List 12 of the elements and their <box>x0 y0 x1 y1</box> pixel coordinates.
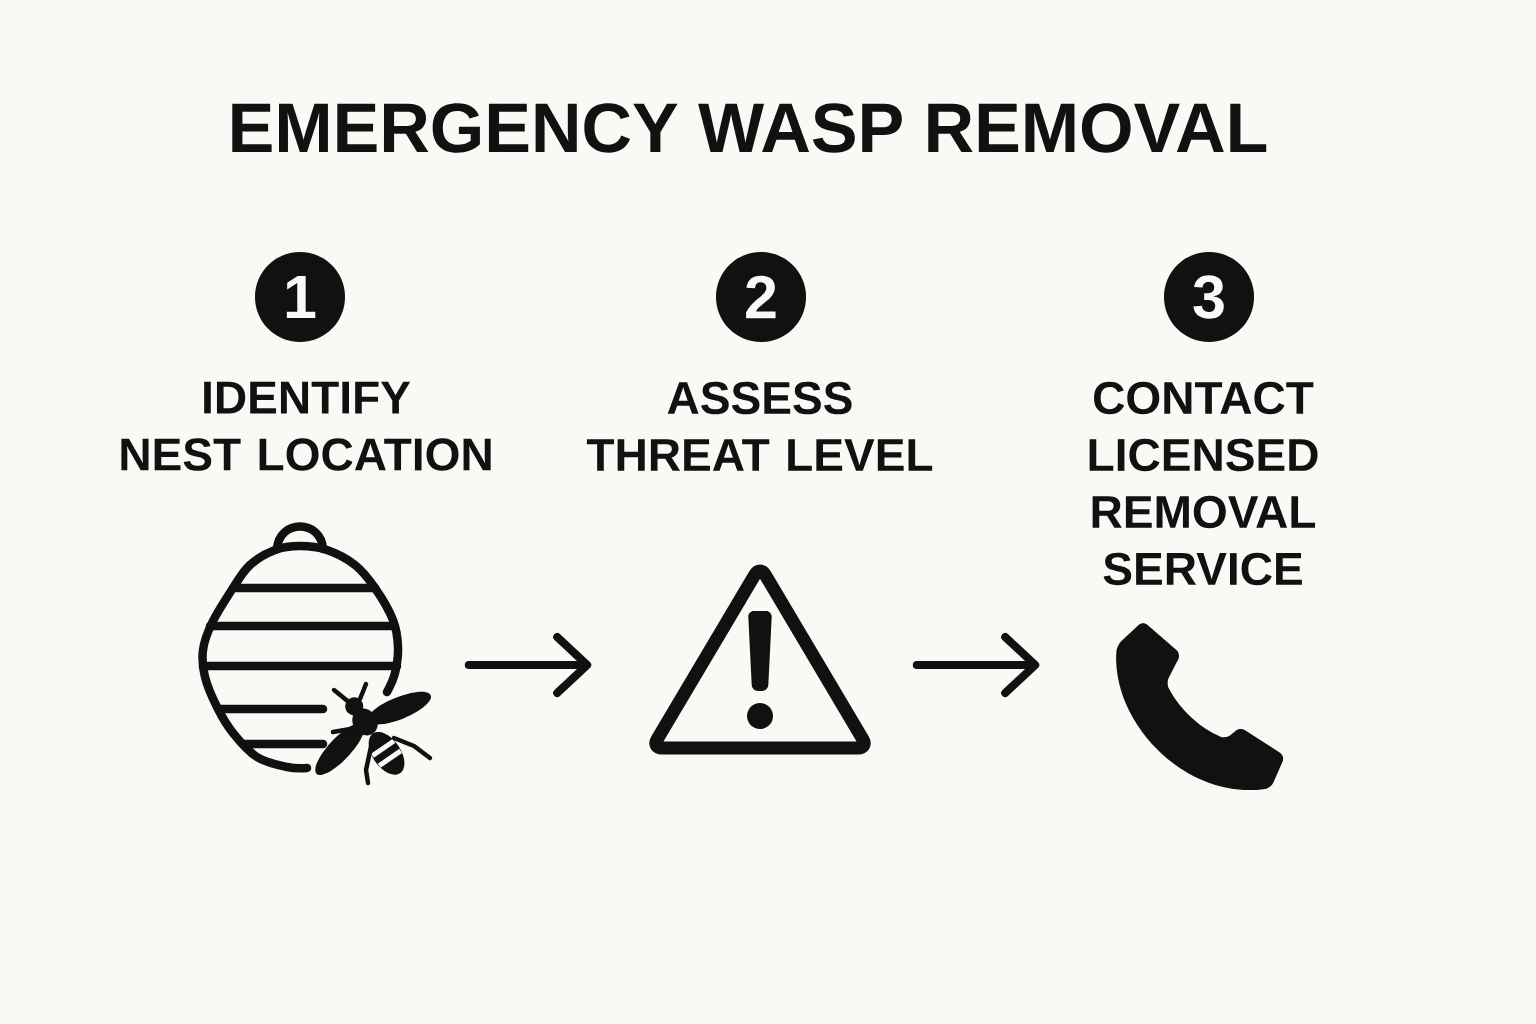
step-label: CONTACT LICENSED REMOVAL SERVICE <box>1089 381 1318 586</box>
number-badge: 3 <box>1164 252 1255 343</box>
number-badge: 1 <box>254 252 346 343</box>
arrow <box>912 633 1040 697</box>
wasp-nest-icon <box>198 522 433 786</box>
arrow <box>464 633 592 698</box>
title: EMERGENCY WASP REMOVAL <box>232 103 1267 153</box>
step-label: ASSESS THREAT LEVEL <box>586 381 933 471</box>
warning-triangle-icon <box>649 564 871 755</box>
number-badge: 2 <box>716 252 807 343</box>
phone-icon <box>1116 623 1284 791</box>
step-label: IDENTIFY NEST LOCATION <box>121 381 491 471</box>
